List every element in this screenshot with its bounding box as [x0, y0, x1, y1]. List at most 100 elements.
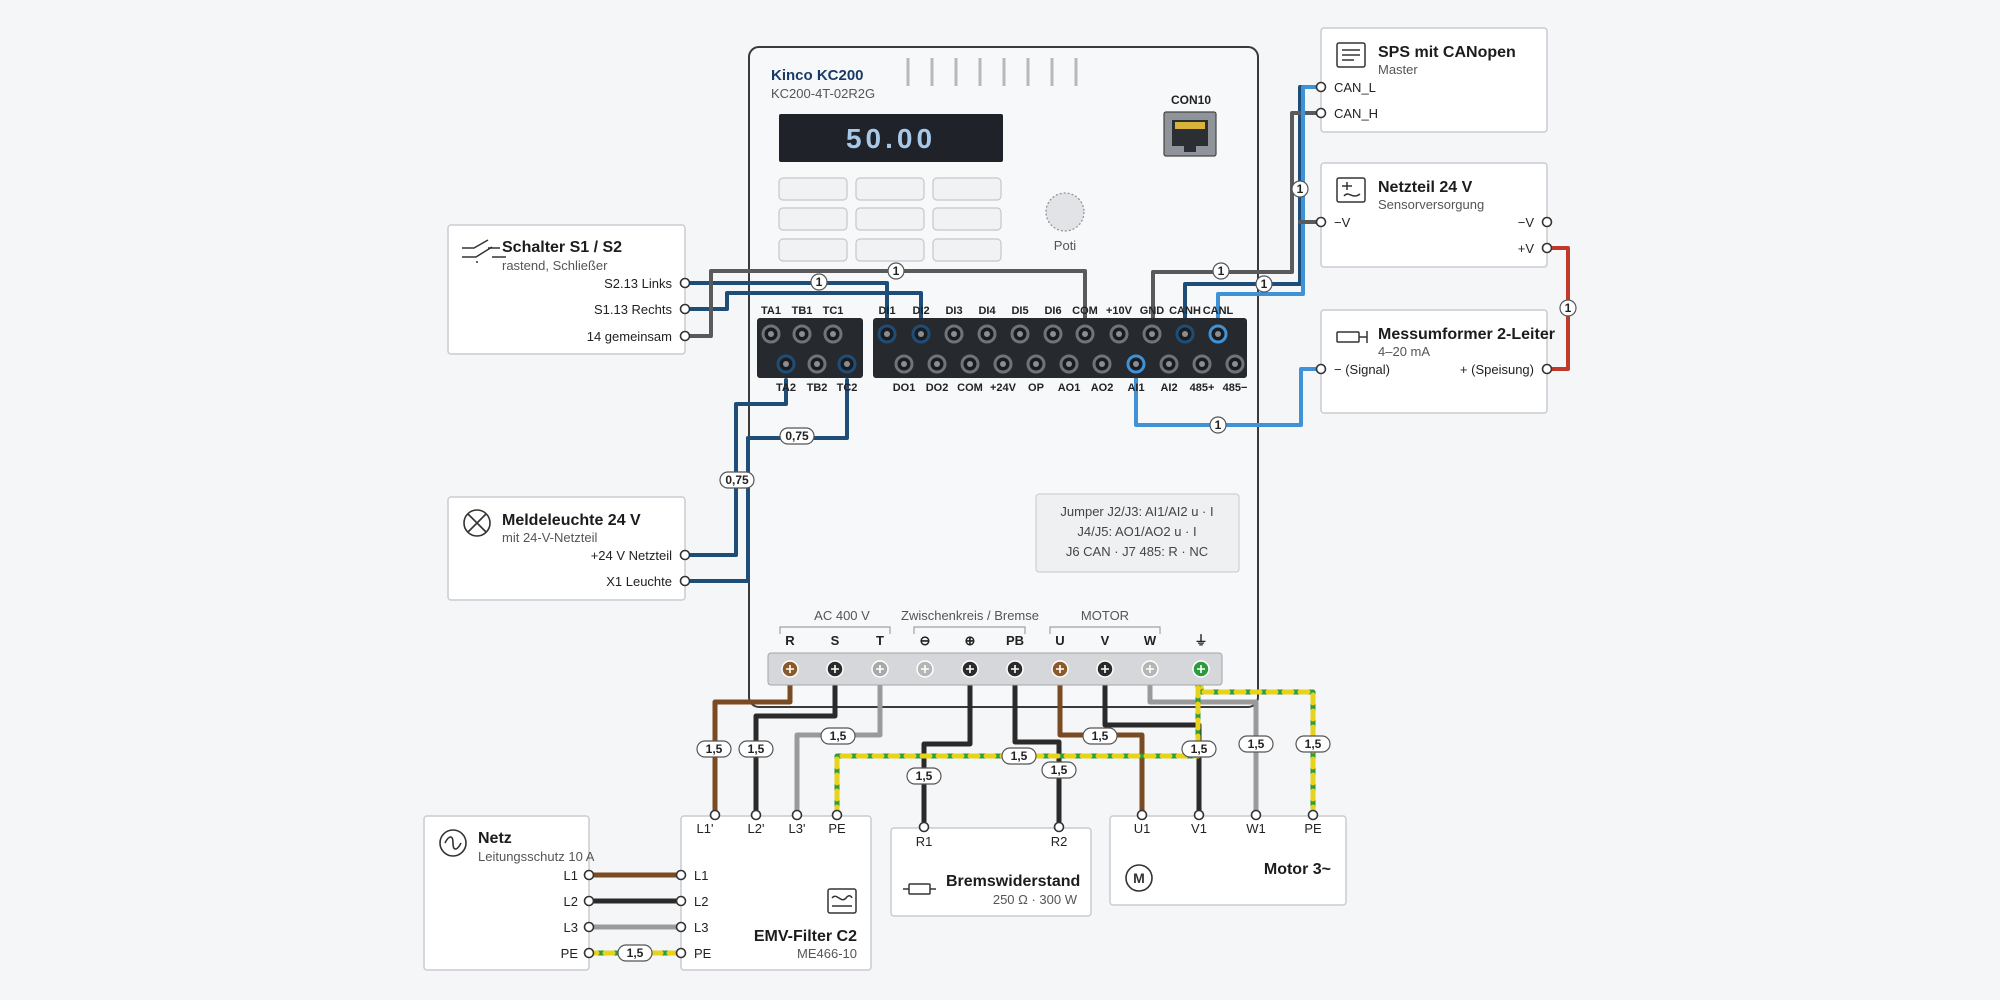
connection-point[interactable] — [679, 330, 691, 342]
io-terminal-di3[interactable]: DI3 — [944, 305, 964, 344]
transducer-title: Messumformer 2-Leiter — [1378, 326, 1555, 343]
connection-point[interactable] — [675, 921, 687, 933]
io-terminal-ai1[interactable]: AI1 — [1126, 354, 1146, 394]
motor-title: Motor 3~ — [1264, 861, 1331, 878]
io-terminal-gnd[interactable]: GND — [1140, 305, 1165, 344]
keypad-key[interactable] — [855, 177, 925, 201]
power-terminal-label: ⏚ — [1194, 633, 1207, 648]
connection-point[interactable] — [583, 895, 595, 907]
io-terminal-di5[interactable]: DI5 — [1010, 305, 1030, 344]
connection-point[interactable] — [583, 921, 595, 933]
connection-point[interactable] — [679, 549, 691, 561]
wire-size-badge: 1 — [1255, 275, 1273, 293]
keypad-key[interactable] — [778, 238, 848, 262]
io-terminal-di1[interactable]: DI1 — [877, 305, 897, 344]
connection-point[interactable] — [1541, 242, 1553, 254]
connection-point[interactable] — [679, 303, 691, 315]
keypad-key[interactable] — [932, 238, 1002, 262]
relay-terminal-tb1[interactable]: TB1 — [792, 305, 813, 344]
io-terminal-com[interactable]: COM — [957, 354, 983, 394]
connection-point[interactable] — [1053, 821, 1065, 833]
io-terminal-di2[interactable]: DI2 — [911, 305, 931, 344]
connection-point[interactable] — [831, 809, 843, 821]
power-terminal-8[interactable]: W — [1141, 633, 1159, 678]
connection-point[interactable] — [1315, 81, 1327, 93]
power-terminal-label: V — [1101, 633, 1110, 648]
connection-point[interactable] — [1307, 809, 1319, 821]
keypad-key[interactable] — [932, 207, 1002, 231]
connection-point[interactable] — [791, 809, 803, 821]
relay-terminal-tc1[interactable]: TC1 — [823, 305, 844, 344]
power-terminal-1[interactable]: S — [826, 633, 844, 678]
io-terminal-do2[interactable]: DO2 — [926, 354, 949, 394]
connection-point[interactable] — [1541, 216, 1553, 228]
keypad[interactable] — [778, 177, 1002, 262]
io-terminal-di6[interactable]: DI6 — [1043, 305, 1063, 344]
rj45-port-icon[interactable] — [1163, 111, 1217, 157]
wire-size-badge: 1,5 — [1181, 740, 1217, 758]
connection-point[interactable] — [918, 821, 930, 833]
io-terminal-do1[interactable]: DO1 — [893, 354, 916, 394]
io-terminal-canl[interactable]: CANL — [1203, 305, 1234, 344]
connection-point[interactable] — [1541, 363, 1553, 375]
power-terminal-5[interactable]: PB — [1006, 633, 1024, 678]
connection-point[interactable] — [583, 947, 595, 959]
connection-point[interactable] — [583, 869, 595, 881]
power-terminal-3[interactable]: ⊖ — [916, 633, 934, 678]
connection-point[interactable] — [675, 895, 687, 907]
io-terminal-label: DO1 — [893, 382, 916, 394]
io-terminal-485[interactable]: 485+ — [1190, 354, 1215, 394]
io-terminal-485[interactable]: 485− — [1223, 354, 1248, 394]
io-terminal-ao1[interactable]: AO1 — [1058, 354, 1081, 394]
relay-terminal-ta2[interactable]: TA2 — [776, 354, 796, 394]
power-terminal-4[interactable]: ⊕ — [961, 633, 979, 678]
wire-size-badge: 1,5 — [617, 944, 653, 962]
power-terminal-2[interactable]: T — [871, 633, 889, 678]
mains-device: Netz Leitungsschutz 10 A L1 L2 L3 PE — [423, 815, 595, 971]
connection-point[interactable] — [675, 947, 687, 959]
io-terminal-ai2[interactable]: AI2 — [1159, 354, 1179, 394]
connection-point[interactable] — [679, 277, 691, 289]
relay-terminal-tc2[interactable]: TC2 — [837, 354, 858, 394]
connection-point[interactable] — [1193, 809, 1205, 821]
connection-point[interactable] — [1315, 216, 1327, 228]
keypad-key[interactable] — [932, 177, 1002, 201]
connection-point[interactable] — [709, 809, 721, 821]
mains-subtitle: Leitungsschutz 10 A — [478, 849, 595, 864]
power-terminal-0[interactable]: R — [781, 633, 799, 678]
motor-device: U1 V1 W1 PE M Motor 3~ — [1109, 815, 1347, 906]
relay-terminal-tb2[interactable]: TB2 — [807, 354, 828, 394]
motor-pin-label-1: U1 — [1134, 821, 1151, 836]
io-terminal-24v[interactable]: +24V — [990, 354, 1017, 394]
io-terminal-op[interactable]: OP — [1026, 354, 1046, 394]
connection-point[interactable] — [1315, 363, 1327, 375]
jumper-note-box — [1035, 493, 1240, 573]
connection-point[interactable] — [675, 869, 687, 881]
wire-size-badge: 1 — [1209, 416, 1227, 434]
brake-subtitle: 250 Ω · 300 W — [993, 892, 1078, 907]
io-terminal-ao2[interactable]: AO2 — [1091, 354, 1114, 394]
connection-point[interactable] — [750, 809, 762, 821]
svg-text:0,75: 0,75 — [785, 429, 809, 443]
keypad-key[interactable] — [855, 207, 925, 231]
io-terminal-com[interactable]: COM — [1072, 305, 1098, 344]
io-terminal-canh[interactable]: CANH — [1169, 305, 1201, 344]
poti-knob[interactable] — [1045, 192, 1085, 232]
wire-l2-s — [753, 666, 838, 818]
power-terminal-6[interactable]: U — [1051, 633, 1069, 678]
connection-point[interactable] — [1250, 809, 1262, 821]
relay-terminal-label: TC2 — [837, 382, 858, 394]
io-terminal-di4[interactable]: DI4 — [977, 305, 997, 344]
power-terminal-9[interactable]: ⏚ — [1192, 633, 1210, 678]
io-terminal-10v[interactable]: +10V — [1106, 305, 1133, 344]
keypad-key[interactable] — [778, 177, 848, 201]
relay-terminal-ta1[interactable]: TA1 — [761, 305, 781, 344]
power-terminal-7[interactable]: V — [1096, 633, 1114, 678]
wire-switch-di1 — [683, 281, 889, 322]
psu-pin-right-top-label: −V — [1518, 215, 1535, 230]
keypad-key[interactable] — [778, 207, 848, 231]
keypad-key[interactable] — [855, 238, 925, 262]
connection-point[interactable] — [1136, 809, 1148, 821]
connection-point[interactable] — [1315, 107, 1327, 119]
connection-point[interactable] — [679, 575, 691, 587]
